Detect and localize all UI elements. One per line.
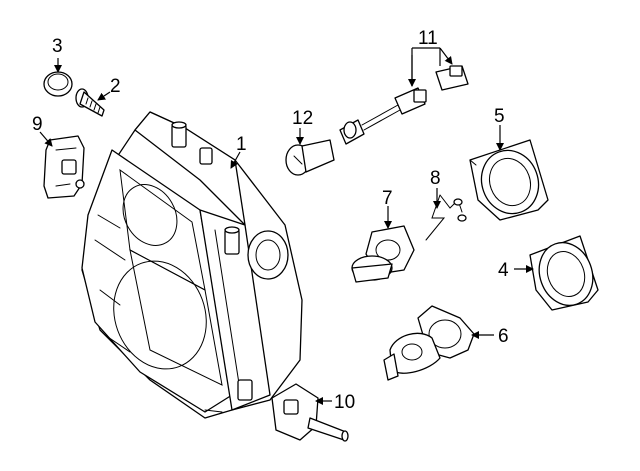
callout-6: 6	[498, 326, 509, 347]
callout-2: 2	[110, 76, 121, 97]
callout-7: 7	[382, 188, 393, 209]
callout-12: 12	[292, 108, 313, 129]
retaining-ring-upper-part[interactable]	[469, 139, 549, 222]
adjuster-bracket-part[interactable]	[43, 135, 85, 199]
low-beam-bulb-part[interactable]	[351, 225, 415, 283]
leader-11	[411, 47, 441, 86]
callout-5: 5	[494, 106, 505, 127]
callout-8: 8	[430, 168, 441, 189]
callout-1: 1	[236, 134, 247, 155]
callout-11: 11	[418, 28, 438, 49]
callout-10: 10	[334, 392, 355, 413]
leveling-adjuster-part[interactable]	[271, 383, 349, 442]
callout-9: 9	[32, 114, 43, 135]
leader-lines	[39, 47, 534, 405]
callout-4: 4	[498, 260, 509, 281]
spring-clip-part[interactable]	[425, 194, 467, 241]
headlamp-assembly-part[interactable]	[81, 111, 303, 419]
leader-1	[230, 151, 241, 169]
retaining-ring-lower-part[interactable]	[529, 235, 601, 313]
screw-part[interactable]	[75, 88, 105, 117]
callout-3: 3	[52, 36, 63, 57]
leader-9	[39, 131, 53, 147]
high-beam-bulb-part[interactable]	[383, 305, 475, 381]
callout-labels: 1 2 3 4 5 6 7 8 9 10 11 12	[32, 28, 509, 413]
cap-part[interactable]	[43, 71, 73, 97]
leader-2	[97, 91, 111, 101]
socket-harness-part[interactable]	[339, 65, 469, 145]
side-marker-bulb-part[interactable]	[285, 139, 335, 176]
